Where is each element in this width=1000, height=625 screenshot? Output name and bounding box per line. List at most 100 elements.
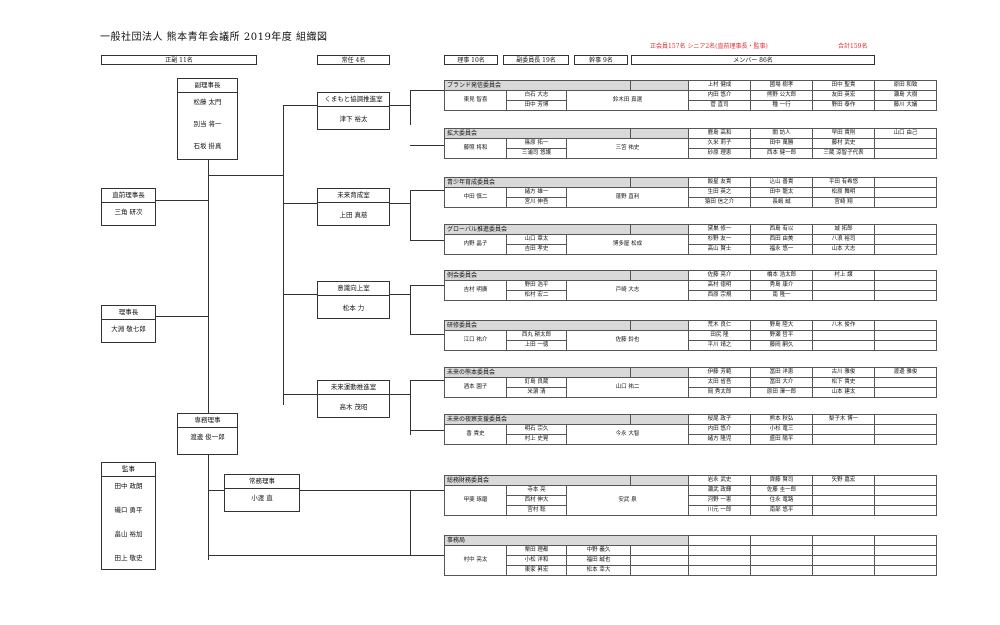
- connector-line: [300, 490, 444, 491]
- member-cell: [688, 535, 752, 546]
- office-title: 未来運動推進室: [318, 381, 389, 395]
- hdr-member: メンバー 86名: [631, 55, 875, 65]
- member-cell: [874, 475, 937, 486]
- member-cell: 藤岡 嗣久: [750, 340, 813, 351]
- member-cell: 佐藤 圭一郎: [750, 485, 813, 496]
- member-cell: 橋本 浩太郎: [750, 270, 813, 281]
- member-cell: 鹿島 高和: [688, 128, 751, 139]
- member-cell: 桜尾 政子: [688, 414, 751, 425]
- committee-table: 未来の夜察支援委員会桜尾 政子熊本 秋弘梨子木 博一香 貴史明石 宗久今永 大智…: [444, 414, 937, 445]
- header-filler: [630, 367, 689, 378]
- member-cell: [874, 545, 938, 556]
- member-total: 合計159名: [838, 43, 868, 50]
- member-cell: [812, 340, 875, 351]
- connector-line: [410, 380, 411, 435]
- table-row: 中田 慎二緒方 雄一蓬野 直利生田 英之田中 龍太松原 舞明: [444, 187, 937, 208]
- hdr-seiin: 正副 11名: [101, 55, 257, 65]
- committee-table: ブランド発信委員会上村 健成國場 樹孝田中 聖貴原田 和致東見 智喜白石 大志鈴…: [444, 80, 937, 111]
- role-member-name: 磯口 勇平: [114, 506, 143, 514]
- member-cell: 城 拓郎: [812, 224, 876, 235]
- role-box-exec: 専務理事渡邊 俊一郎: [177, 413, 238, 455]
- committee-header-row: 研修委員会荒木 良仁野島 陸大八木 俊作: [444, 320, 937, 331]
- table-row: 吉田 孝史高山 賢士福永 悠一山本 大志: [445, 244, 938, 255]
- committee-name: 青少年育成委員会: [444, 177, 631, 188]
- member-cell: 山本 大志: [812, 244, 876, 255]
- table-row: 小松 洋和福田 誠也: [445, 555, 938, 566]
- table-row: 香 貴史明石 宗久今永 大智内田 悠介小杉 竜三: [444, 424, 937, 445]
- committee-header-row: 青少年育成委員会飯星 友貴込山 善貴平田 有希悠: [444, 177, 937, 188]
- committee-header-row: 事務局: [443, 535, 938, 546]
- committee-name: 事務局: [443, 535, 690, 546]
- kanji: 蓬野 直利: [566, 187, 689, 208]
- committee-leader: 中田 慎二: [444, 187, 507, 208]
- member-cell: 熊本 秋弘: [750, 414, 813, 425]
- member-cell: 冨田 大介: [750, 377, 813, 388]
- member-cell: [874, 387, 937, 398]
- header-filler: [630, 475, 689, 486]
- office-member: 中野 義久: [566, 545, 631, 556]
- member-cell: [874, 340, 937, 351]
- vice-chair: 吉田 孝史: [506, 244, 567, 255]
- role-box-pres: 理事長大淵 敬七郎: [101, 305, 156, 343]
- committee-table: 未来の熊本委員会伊藤 芳範冨田 洋恵古川 雅俊渡邊 雅俊酒本 園子釘島 良蔵山口…: [444, 367, 937, 398]
- member-cell: [874, 290, 937, 301]
- connector-line: [410, 145, 444, 146]
- committee-name: グローバル推進委員会: [443, 224, 632, 235]
- member-cell: [750, 545, 814, 556]
- member-cell: [812, 495, 875, 506]
- office-title: 未来育成室: [318, 189, 389, 203]
- member-cell: 松原 舞明: [812, 187, 875, 198]
- member-cell: 冨田 洋恵: [750, 367, 813, 378]
- member-cell: 伊藤 芳範: [688, 367, 751, 378]
- table-row: 江口 祐介西丸 耕太郎佐藤 鈴也田尻 隆野瀬 哲平: [444, 330, 937, 351]
- member-cell: 梨子木 博一: [812, 414, 875, 425]
- office-head: 高木 茂昭: [339, 403, 368, 411]
- member-cell: 瀬島 大樹: [874, 90, 937, 101]
- office-title: 意識向上室: [318, 282, 389, 296]
- vice-chair: 上田 一徳: [506, 340, 567, 351]
- header-filler: [630, 320, 689, 331]
- member-cell: [629, 545, 690, 556]
- header-filler: [630, 270, 689, 281]
- table-row: 宮川 伸吾猿田 信之介長嶋 誠宮崎 翔: [445, 197, 937, 208]
- committee-name: 総務財務委員会: [444, 475, 631, 486]
- committee-header-row: 未来の熊本委員会伊藤 芳範冨田 洋恵古川 雅俊渡邊 雅俊: [444, 367, 937, 378]
- vice-chair: 松村 宏二: [506, 290, 567, 301]
- table-row: 吉村 明廣野田 浩平戸崎 大志高村 徳明秀島 康介: [444, 280, 937, 301]
- member-cell: 八浪 裕司: [812, 234, 876, 245]
- member-cell: 松下 貴史: [812, 377, 875, 388]
- committee-name: ブランド発信委員会: [444, 80, 631, 91]
- member-cell: [874, 177, 937, 188]
- connector-line: [410, 90, 411, 125]
- member-cell: [874, 424, 937, 435]
- office-head: 上田 真慈: [339, 211, 368, 219]
- kanji: 今永 大智: [566, 424, 689, 445]
- connector-line: [410, 380, 444, 381]
- vice-chair: 村上 史晃: [506, 434, 567, 445]
- table-row: 内野 晶子山口 章太博多屋 松成杉野 友一西田 由美八浪 裕司: [444, 234, 938, 255]
- member-cell: 高山 賢士: [688, 244, 752, 255]
- member-cell: 砂原 理恵: [688, 148, 751, 159]
- member-cell: 盛田 陽平: [750, 434, 813, 445]
- committee-leader: 江口 祐介: [444, 330, 507, 351]
- table-row: 藤照 将和篠原 拓一三笘 祐史久米 莉子田中 萬勝藤村 武史: [444, 138, 937, 159]
- office-box: 未来運動推進室高木 茂昭: [317, 380, 390, 418]
- role-member-name: 畠山 裕加: [114, 530, 143, 538]
- member-cell: 内田 悠介: [688, 424, 751, 435]
- connector-line: [208, 316, 209, 317]
- table-row: 米濵 清岡 秀太郎原田 澤一郎山本 建太: [445, 387, 937, 398]
- table-row: 田中 芳博菅 直司種 一行野田 泰作藤川 大議: [445, 100, 937, 111]
- member-cell: 三蔵 涼智子代表: [812, 148, 875, 159]
- member-cell: 藤川 大議: [874, 100, 937, 111]
- office-head: 津下 裕太: [339, 115, 368, 123]
- member-cell: [750, 565, 814, 576]
- member-cell: [874, 280, 937, 291]
- member-cell: [750, 535, 814, 546]
- member-cell: 藤村 武史: [812, 138, 875, 149]
- member-cell: 荒木 良仁: [688, 320, 751, 331]
- role-title: 監事: [102, 463, 155, 477]
- member-cell: 久米 莉子: [688, 138, 751, 149]
- connector-line: [410, 90, 444, 91]
- vice-chair: 西丸 耕太郎: [506, 330, 567, 341]
- member-cell: [874, 505, 937, 516]
